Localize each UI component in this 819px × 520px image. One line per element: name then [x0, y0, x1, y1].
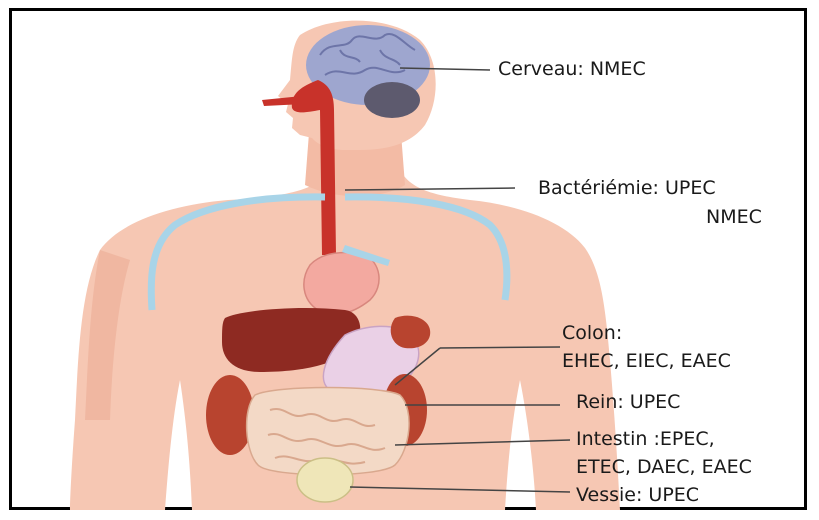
- label-colon-line1: Colon:: [562, 322, 622, 344]
- label-rein: Rein: UPEC: [576, 391, 680, 413]
- label-cerveau: Cerveau: NMEC: [498, 58, 646, 80]
- label-colon-line2: EHEC, EIEC, EAEC: [562, 350, 731, 372]
- label-bacteriemie-line2: NMEC: [706, 206, 762, 228]
- label-bacteriemie-line1: Bactériémie: UPEC: [538, 177, 716, 199]
- label-vessie: Vessie: UPEC: [576, 484, 699, 506]
- bladder: [297, 458, 353, 502]
- label-intestin-line2: ETEC, DAEC, EAEC: [576, 456, 752, 478]
- label-intestin-line1: Intestin :EPEC,: [576, 428, 715, 450]
